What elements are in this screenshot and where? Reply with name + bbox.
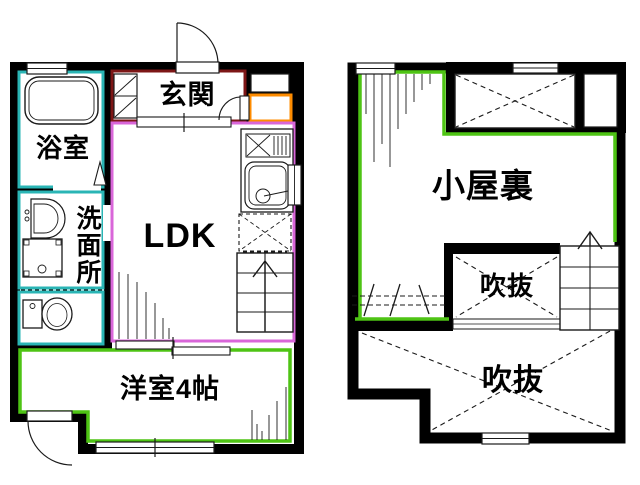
gas-stove <box>245 133 291 158</box>
ceiling-height-marks <box>352 283 448 317</box>
kitchen-counter <box>240 128 294 213</box>
bathtub <box>24 76 99 125</box>
up-arrow-icon <box>252 259 278 331</box>
staircase-1f <box>236 251 294 333</box>
closet-box <box>583 73 618 128</box>
window <box>95 438 215 457</box>
sliding-door <box>115 337 231 359</box>
void-lower-area <box>361 330 613 432</box>
washroom-label: 洗面所 <box>73 204 101 286</box>
interior-wall <box>444 243 560 254</box>
genkan-inner-door <box>218 95 250 121</box>
storage-box <box>250 73 290 93</box>
window <box>355 62 396 75</box>
shoe-cabinet <box>113 73 138 119</box>
void-box <box>454 73 576 129</box>
western-room-label: 洋室4帖 <box>119 374 221 404</box>
washing-machine <box>22 238 63 278</box>
western-room <box>18 348 292 443</box>
attic-room <box>358 70 617 319</box>
slope-hatch-attic <box>365 74 431 167</box>
entrance-storage <box>248 93 293 123</box>
window <box>512 62 559 74</box>
interior-wall <box>15 344 112 352</box>
window <box>26 62 68 75</box>
first-floor-plan <box>10 22 304 466</box>
entrance-door <box>175 22 220 74</box>
folding-door <box>93 159 107 186</box>
bathroom-label: 浴室 <box>35 133 90 163</box>
up-arrow-icon <box>577 230 603 250</box>
attic-floor-plan <box>347 62 626 445</box>
interior-wall <box>444 243 453 323</box>
refrigerator-space <box>238 213 292 252</box>
vanity-sink <box>24 198 66 239</box>
western-room-door <box>26 410 73 466</box>
entrance-step <box>136 113 232 132</box>
toilet <box>22 297 73 331</box>
ldk-label: LDK <box>143 217 217 255</box>
void-upper-label: 吹抜 <box>479 271 534 301</box>
staircase-2f <box>559 230 620 331</box>
slope-hatch-western-room <box>251 387 287 440</box>
door-opening <box>53 184 101 194</box>
slope-hatch-ldk <box>118 272 170 339</box>
attic-label: 小屋裏 <box>432 167 534 204</box>
void-lower-label: 吹抜 <box>482 364 544 397</box>
handrail <box>452 318 561 330</box>
genkan-label: 玄関 <box>159 80 216 110</box>
door-opening <box>103 205 113 241</box>
window <box>481 432 530 445</box>
window <box>287 164 302 206</box>
interior-wall <box>348 318 453 331</box>
kitchen-sink <box>244 161 291 210</box>
void-upper-area <box>455 256 558 318</box>
